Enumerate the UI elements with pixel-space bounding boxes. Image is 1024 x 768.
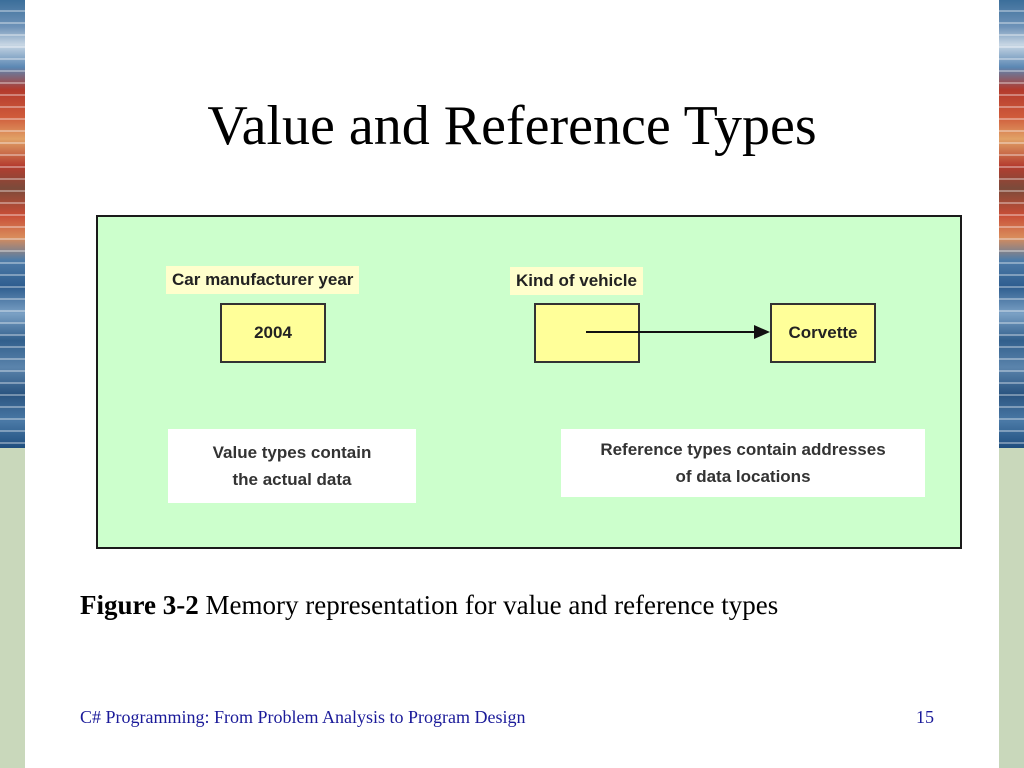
left-strip-photo (0, 0, 25, 448)
figure-caption-text: Memory representation for value and refe… (198, 590, 779, 620)
referenced-object-content: Corvette (788, 323, 858, 342)
reference-variable-label: Kind of vehicle (510, 267, 643, 295)
left-strip-green (0, 448, 25, 768)
reference-note-line-2: of data locations (675, 467, 811, 486)
reference-memory-box (534, 303, 640, 363)
value-memory-content: 2004 (254, 323, 292, 342)
pointer-arrowhead (754, 325, 770, 339)
footer-course-title: C# Programming: From Problem Analysis to… (80, 707, 526, 727)
memory-diagram-panel: Car manufacturer year Kind of vehicle 20… (96, 215, 962, 549)
right-strip-green (999, 448, 1024, 768)
slide-title: Value and Reference Types (207, 95, 817, 157)
value-types-note: Value types contain the actual data (168, 429, 416, 503)
referenced-object-box: Corvette (770, 303, 876, 363)
value-memory-box: 2004 (220, 303, 326, 363)
value-variable-label: Car manufacturer year (166, 266, 360, 294)
reference-note-line-1: Reference types contain addresses (600, 440, 886, 459)
page-number: 15 (916, 707, 934, 727)
left-decorative-strip (0, 0, 25, 768)
value-note-line-2: the actual data (232, 470, 352, 489)
right-decorative-strip (999, 0, 1024, 768)
reference-types-note: Reference types contain addresses of dat… (561, 429, 925, 497)
right-strip-photo (999, 0, 1024, 448)
figure-number: Figure 3-2 (80, 590, 199, 620)
figure-caption: Figure 3-2 Memory representation for val… (80, 590, 778, 621)
value-note-line-1: Value types contain (212, 443, 372, 462)
